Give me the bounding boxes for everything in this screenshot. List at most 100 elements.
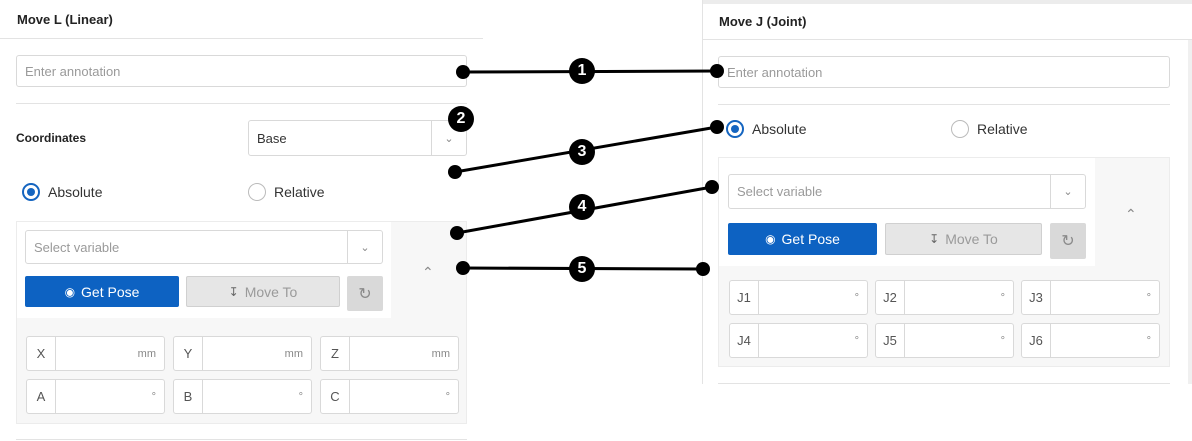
- right-panel-scrollbar[interactable]: [1188, 40, 1192, 384]
- left-select-variable[interactable]: Select variable ⌄: [25, 230, 383, 264]
- field-z-label: Z: [321, 337, 350, 370]
- radio-unselected-icon: [951, 120, 969, 138]
- move-j-title: Move J (Joint): [719, 14, 807, 29]
- left-radio-relative[interactable]: Relative: [248, 183, 325, 201]
- field-x-label: X: [27, 337, 56, 370]
- right-panel-left-border: [702, 0, 703, 384]
- field-j6-label: J6: [1022, 324, 1051, 357]
- field-j1-unit: °: [854, 291, 859, 304]
- left-radio-relative-label: Relative: [274, 184, 325, 200]
- chevron-down-icon: ⌄: [347, 231, 382, 263]
- left-move-to-button[interactable]: ↧ Move To: [186, 276, 340, 307]
- coordinates-select[interactable]: Base ⌄: [248, 120, 467, 156]
- left-get-pose-label: Get Pose: [81, 283, 140, 300]
- callout-3: 3: [569, 139, 595, 165]
- field-j4[interactable]: J4 °: [729, 323, 868, 358]
- left-radio-absolute[interactable]: Absolute: [22, 183, 102, 201]
- right-select-variable-placeholder: Select variable: [737, 184, 823, 199]
- field-a-unit: °: [151, 390, 156, 403]
- field-j5[interactable]: J5 °: [875, 323, 1014, 358]
- chevron-down-icon: ⌄: [431, 121, 466, 155]
- callout-2: 2: [448, 106, 474, 132]
- right-move-to-label: Move To: [945, 231, 998, 247]
- field-z[interactable]: Z mm: [320, 336, 459, 371]
- target-icon: ◉: [64, 284, 76, 299]
- field-j5-label: J5: [876, 324, 905, 357]
- connector-dot: [448, 165, 462, 179]
- left-annotation-input[interactable]: Enter annotation: [16, 55, 467, 87]
- right-annotation-input[interactable]: Enter annotation: [718, 56, 1170, 88]
- field-j3-label: J3: [1022, 281, 1051, 314]
- right-radio-relative-label: Relative: [977, 121, 1028, 137]
- field-j3[interactable]: J3 °: [1021, 280, 1160, 315]
- radio-selected-icon: [22, 183, 40, 201]
- field-j6[interactable]: J6 °: [1021, 323, 1160, 358]
- field-y-label: Y: [174, 337, 203, 370]
- field-b[interactable]: B °: [173, 379, 312, 414]
- callout-4: 4: [569, 194, 595, 220]
- refresh-icon: ↻: [358, 285, 372, 303]
- field-b-unit: °: [298, 390, 303, 403]
- connector-dot: [705, 180, 719, 194]
- field-x-unit: mm: [137, 347, 156, 360]
- coordinates-label: Coordinates: [16, 131, 87, 145]
- field-y[interactable]: Y mm: [173, 336, 312, 371]
- connector-dot: [696, 262, 710, 276]
- field-j4-label: J4: [730, 324, 759, 357]
- right-select-variable[interactable]: Select variable ⌄: [728, 174, 1086, 209]
- callout-1: 1: [569, 58, 595, 84]
- right-move-to-button[interactable]: ↧ Move To: [885, 223, 1042, 255]
- collapse-chevron-up-icon[interactable]: ⌃: [422, 264, 434, 280]
- field-a[interactable]: A °: [26, 379, 165, 414]
- right-divider-2: [718, 104, 1170, 105]
- left-radio-absolute-label: Absolute: [48, 184, 103, 200]
- collapse-chevron-up-icon[interactable]: ⌃: [1125, 206, 1137, 222]
- connector-dot: [710, 120, 724, 134]
- connector-dot: [450, 226, 464, 240]
- connector-dot: [710, 64, 724, 78]
- field-j6-unit: °: [1146, 334, 1151, 347]
- radio-unselected-icon: [248, 183, 266, 201]
- field-z-unit: mm: [431, 347, 450, 360]
- left-move-to-label: Move To: [244, 283, 298, 300]
- field-x[interactable]: X mm: [26, 336, 165, 371]
- field-y-unit: mm: [284, 347, 303, 360]
- left-get-pose-button[interactable]: ◉ Get Pose: [25, 276, 179, 307]
- field-j1[interactable]: J1 °: [729, 280, 868, 315]
- right-get-pose-button[interactable]: ◉ Get Pose: [728, 223, 877, 255]
- field-a-label: A: [27, 380, 56, 413]
- field-b-label: B: [174, 380, 203, 413]
- chevron-down-icon: ⌄: [1050, 175, 1085, 208]
- field-j2[interactable]: J2 °: [875, 280, 1014, 315]
- target-icon: ◉: [765, 232, 776, 246]
- right-refresh-button[interactable]: ↻: [1050, 223, 1086, 259]
- field-j5-unit: °: [1000, 334, 1005, 347]
- left-divider-bottom: [16, 439, 467, 440]
- left-refresh-button[interactable]: ↻: [347, 276, 383, 311]
- connector-dot: [456, 65, 470, 79]
- right-divider-bottom: [718, 383, 1170, 384]
- right-divider-top: [702, 39, 1192, 40]
- field-j3-unit: °: [1146, 291, 1151, 304]
- right-radio-absolute-label: Absolute: [752, 121, 807, 137]
- move-l-title: Move L (Linear): [17, 12, 113, 27]
- radio-selected-icon: [726, 120, 744, 138]
- field-c[interactable]: C °: [320, 379, 459, 414]
- field-c-unit: °: [445, 390, 450, 403]
- move-down-icon: ↧: [228, 284, 239, 299]
- right-radio-absolute[interactable]: Absolute: [726, 120, 806, 138]
- left-divider-top: [0, 38, 483, 39]
- left-divider-2: [16, 103, 467, 104]
- right-panel-top-bar: [702, 0, 1192, 4]
- field-j2-unit: °: [1000, 291, 1005, 304]
- field-j2-label: J2: [876, 281, 905, 314]
- field-c-label: C: [321, 380, 350, 413]
- right-radio-relative[interactable]: Relative: [951, 120, 1028, 138]
- field-j4-unit: °: [854, 334, 859, 347]
- coordinates-value: Base: [257, 130, 287, 146]
- connector-dot: [456, 261, 470, 275]
- refresh-icon: ↻: [1061, 233, 1075, 250]
- move-down-icon: ↧: [929, 232, 940, 246]
- left-select-variable-placeholder: Select variable: [34, 239, 120, 255]
